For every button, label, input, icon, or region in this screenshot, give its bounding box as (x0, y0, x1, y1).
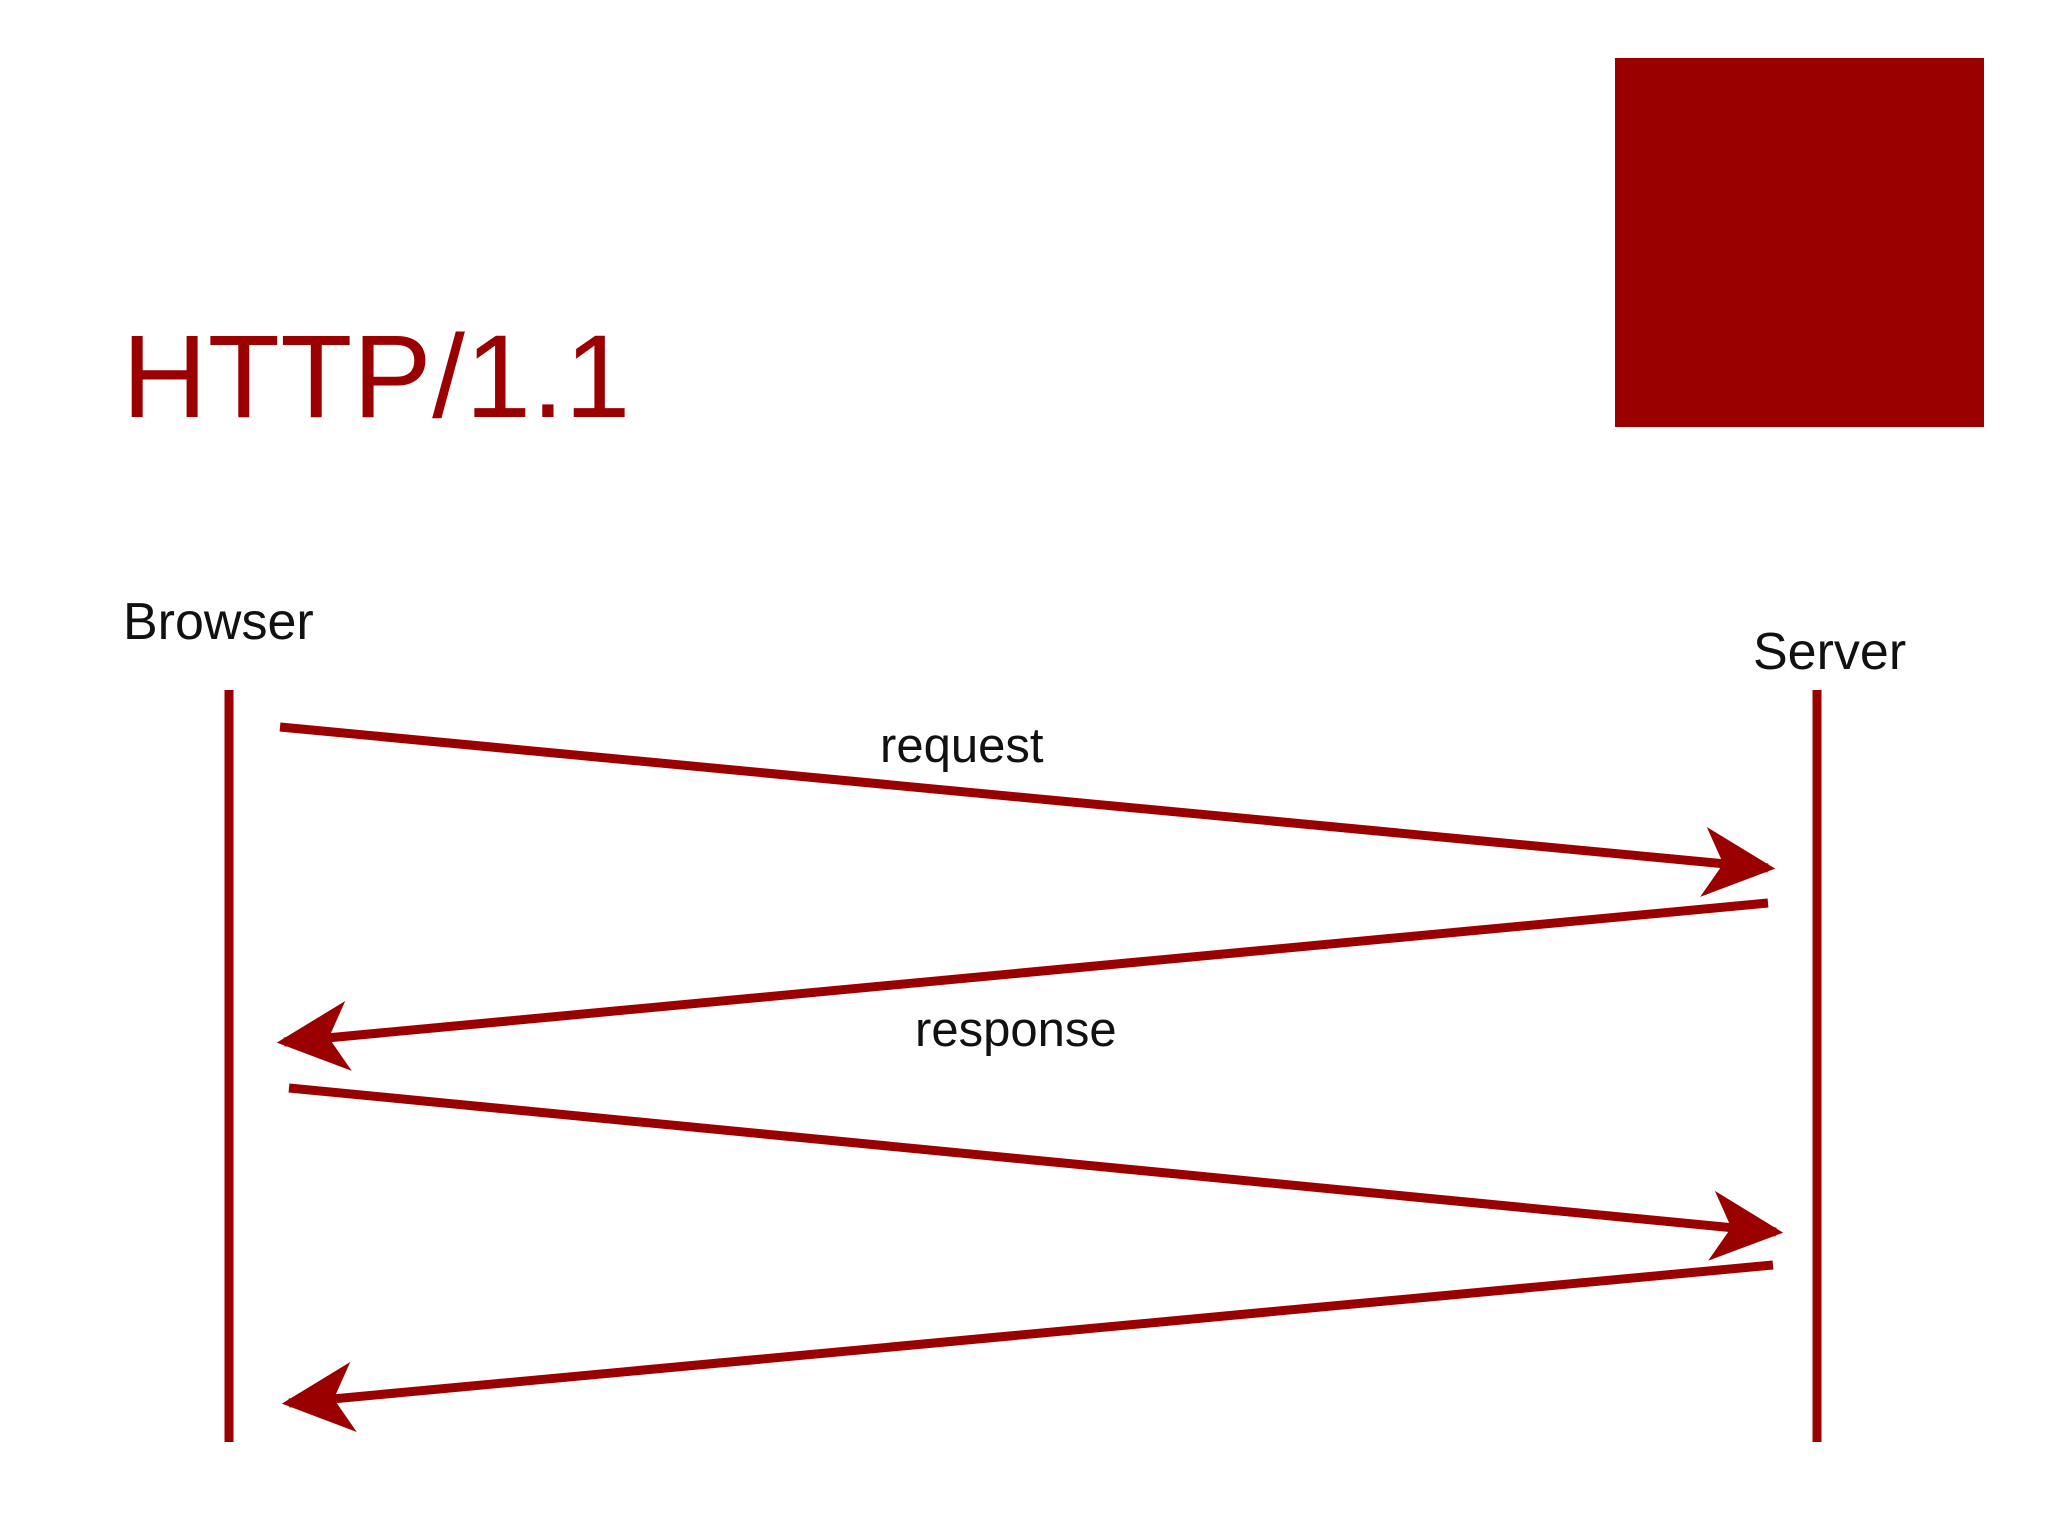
message-arrow-response-1 (276, 898, 1769, 1071)
message-label-request: request (880, 719, 1044, 773)
lifeline-label-browser: Browser (123, 593, 314, 651)
page-title: HTTP/1.1 (122, 311, 631, 443)
message-arrow-request-1 (279, 722, 1776, 897)
message-arrow-request-2 (288, 1083, 1784, 1261)
message-label-response: response (915, 1003, 1117, 1057)
lifeline-label-server: Server (1753, 623, 1907, 681)
accent-square-decoration (1615, 58, 1984, 427)
message-arrow-response-2 (281, 1260, 1774, 1432)
